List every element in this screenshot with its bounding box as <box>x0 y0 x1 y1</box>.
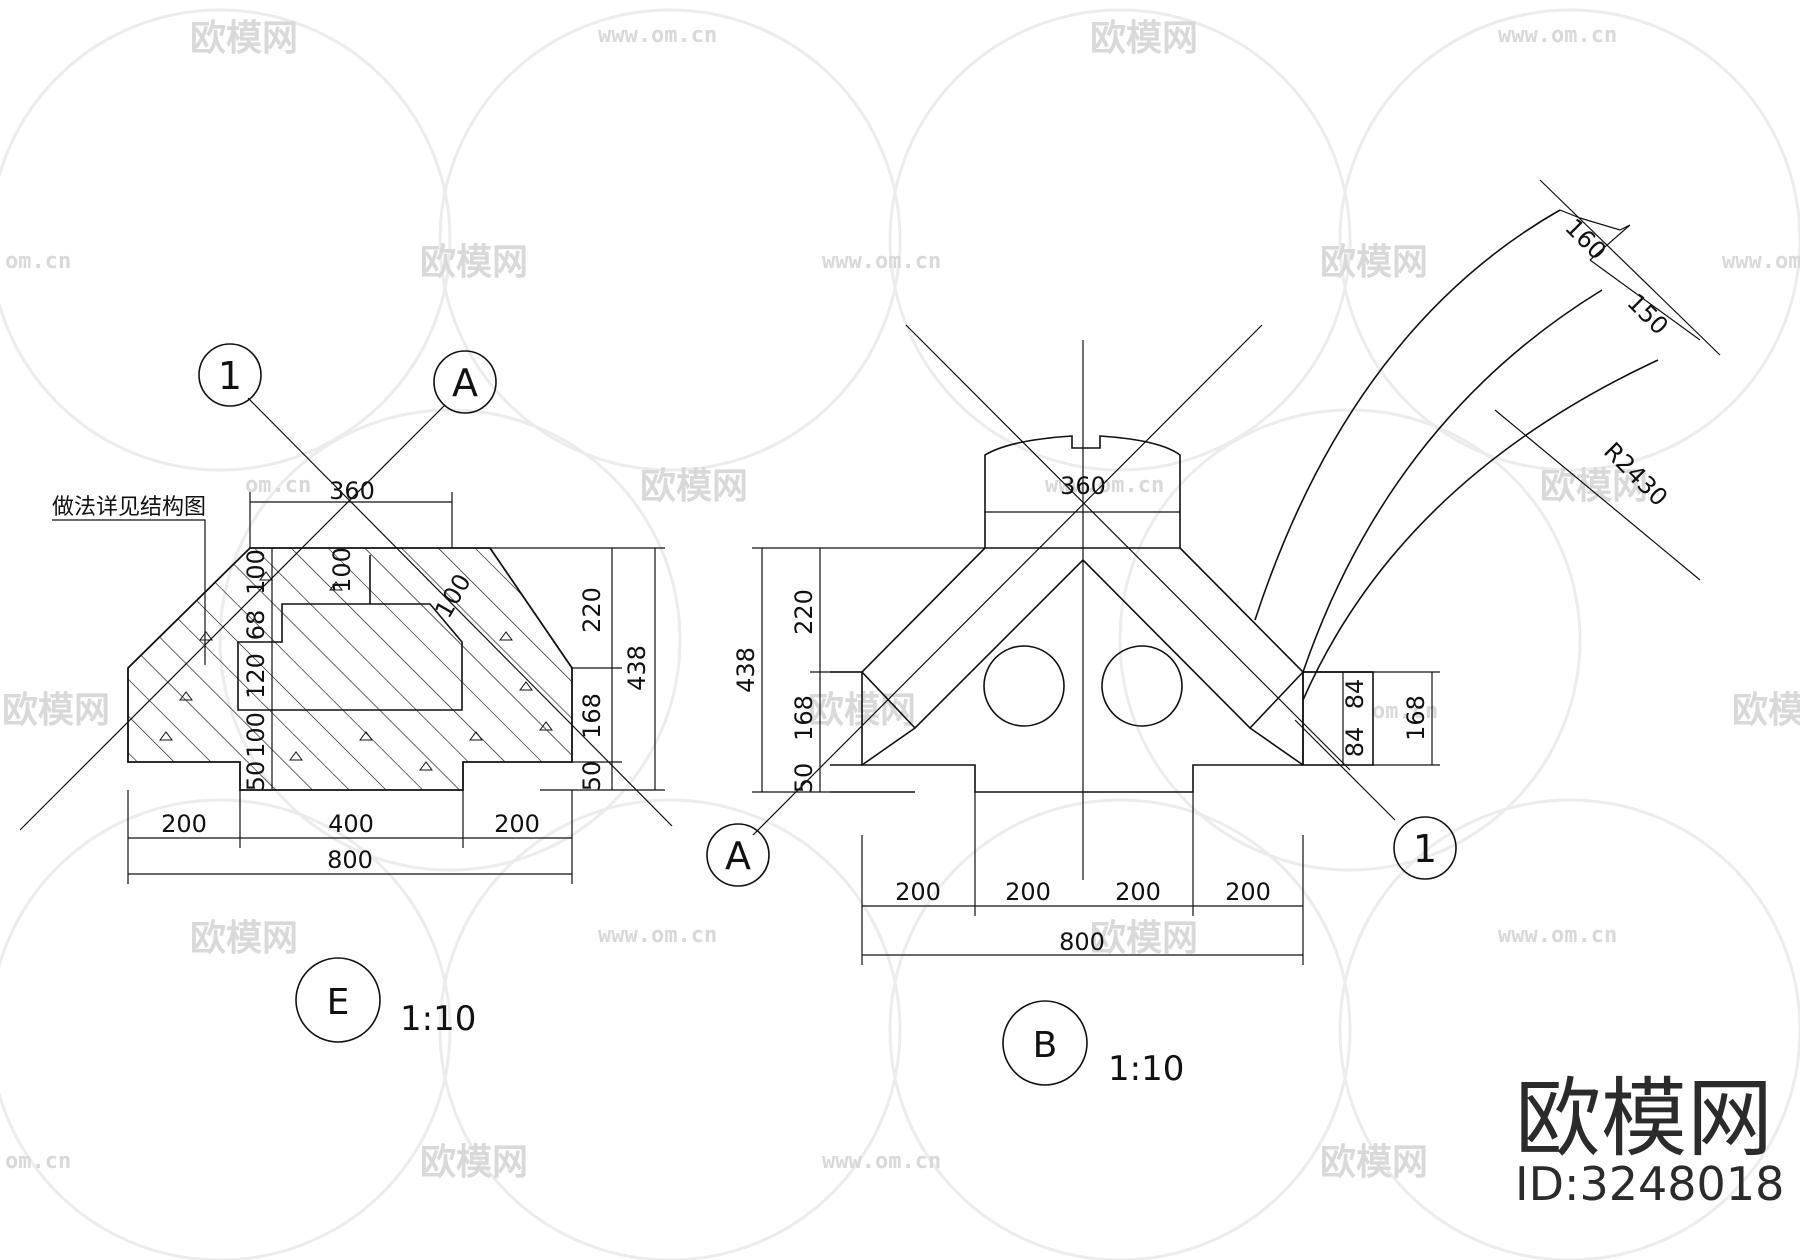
dim-text-160: 160 <box>1560 213 1612 265</box>
watermark-url: www.om.cn <box>598 23 717 48</box>
side-block-edge <box>1249 727 1304 766</box>
dim-text-168-right: 168 <box>1402 695 1430 741</box>
watermark-logo: 欧模网 <box>190 18 298 59</box>
arch-inner-line <box>1302 359 1659 701</box>
section-line-1 <box>247 397 673 827</box>
arch-dim-line <box>1589 259 1701 341</box>
axis-bubble-1 <box>198 343 262 407</box>
watermark-logo: 欧模网 <box>1732 690 1800 731</box>
detail-e-section: 1 A 做法详见结构图 360 220 168 50 438 100 100 1… <box>19 343 673 1043</box>
watermark-logo: 欧模网 <box>420 1142 528 1183</box>
inner-core-outline <box>237 603 463 711</box>
detail-b-section: 360 160 150 R2430 <box>706 179 1721 1089</box>
axis-bubble-a-label: A <box>452 361 478 405</box>
arch-dim-line <box>1539 179 1721 356</box>
dim-text-150: 150 <box>1622 288 1674 340</box>
dim-text-220: 220 <box>578 587 606 633</box>
watermark-url: www.om.cn <box>1045 473 1164 498</box>
dim-text-200: 200 <box>1225 878 1271 906</box>
watermark-logo: 欧模网 <box>190 918 298 959</box>
dim-text-200: 200 <box>895 878 941 906</box>
brand-name: 欧模网 <box>1515 1069 1773 1169</box>
radius-leader <box>1494 409 1701 581</box>
dim-text-438: 438 <box>732 647 760 693</box>
note-leader <box>52 519 206 665</box>
dim-text-84: 84 <box>1341 679 1369 710</box>
watermark-url: www.om.cn <box>1722 249 1800 274</box>
watermark-logo: 欧模网 <box>1320 242 1428 283</box>
section-line-a <box>19 404 446 831</box>
brand-block: 欧模网 ID:3248018 <box>1515 1069 1784 1211</box>
dim-text-200: 200 <box>161 810 207 838</box>
dim-text-200: 200 <box>494 810 540 838</box>
section-line-a <box>752 324 1263 836</box>
axis-bubble-1 <box>1393 816 1457 880</box>
brand-id: ID:3248018 <box>1515 1157 1784 1211</box>
dim-text-120: 120 <box>242 653 270 699</box>
break-line <box>1559 209 1631 261</box>
watermark-url-short: om.cn <box>5 249 71 274</box>
dim-text-400: 400 <box>328 810 374 838</box>
watermark-logo: 欧模网 <box>1320 1142 1428 1183</box>
dim-text-200: 200 <box>1115 878 1161 906</box>
dim-text-800: 800 <box>1059 928 1105 956</box>
watermark-url-short: om.cn <box>5 1149 71 1174</box>
side-block-left <box>861 672 1304 793</box>
dim-text-50: 50 <box>578 761 606 792</box>
dim-text-438: 438 <box>623 645 651 691</box>
dim-text-168: 168 <box>790 695 818 741</box>
arch-middle-line <box>1302 289 1603 673</box>
detail-title-letter: B <box>1033 1025 1058 1066</box>
side-block-edge <box>861 727 916 766</box>
axis-bubble-a <box>433 350 497 414</box>
axis-bubble-1-label: 1 <box>218 354 242 398</box>
aggregate-marks <box>159 571 553 771</box>
dim-text-220: 220 <box>790 589 818 635</box>
detail-scale: 1:10 <box>400 999 476 1039</box>
axis-bubble-a <box>706 823 770 887</box>
watermark-logo: 欧模网 <box>2 690 110 731</box>
watermark-layer: 欧模网 www.om.cn 欧模网 www.om.cn om.cn 欧模网 ww… <box>0 8 1800 1260</box>
watermark-logo: 欧模网 <box>1540 466 1648 507</box>
detail-title-bubble-b <box>1002 1000 1088 1086</box>
axis-bubble-a-label: A <box>725 834 751 878</box>
watermark-url-short: om.cn <box>1372 699 1438 724</box>
watermark-logo: 欧模网 <box>420 242 528 283</box>
watermark-url: www.om.cn <box>822 249 941 274</box>
watermark-arcs <box>0 8 1800 1260</box>
dim-text-360: 360 <box>329 477 375 505</box>
pipe-left <box>983 645 1065 727</box>
watermark-url: www.om.cn <box>1498 23 1617 48</box>
dim-text-84: 84 <box>1341 727 1369 758</box>
section-line-1 <box>905 324 1351 771</box>
cap-block-outline <box>984 435 1181 548</box>
section-line-1-ext <box>1294 719 1396 821</box>
dim-text-68: 68 <box>242 610 270 641</box>
structure-note: 做法详见结构图 <box>52 495 206 520</box>
watermark-logo: 欧模网 <box>1090 918 1198 959</box>
watermark-url: www.om.cn <box>822 1149 941 1174</box>
dim-text-200: 200 <box>1005 878 1051 906</box>
detail-title-bubble-e <box>295 957 381 1043</box>
dim-text-800: 800 <box>327 846 373 874</box>
axis-bubble-1-label: 1 <box>1413 827 1437 871</box>
dim-text-100-b: 100 <box>242 712 270 758</box>
detail-title-letter: E <box>327 982 350 1023</box>
dim-text-inner-100: 100 <box>328 547 356 593</box>
dim-text-50-left: 50 <box>242 761 270 792</box>
detail-scale: 1:10 <box>1108 1049 1184 1089</box>
dim-text-50: 50 <box>790 763 818 794</box>
dim-text-100: 100 <box>242 549 270 595</box>
watermark-texts: 欧模网 www.om.cn 欧模网 www.om.cn om.cn 欧模网 ww… <box>2 18 1800 1183</box>
watermark-url: www.om.cn <box>598 923 717 948</box>
dim-text-168: 168 <box>578 693 606 739</box>
watermark-logo: 欧模网 <box>1090 18 1198 59</box>
pipe-right <box>1101 645 1183 727</box>
arch-outer-line <box>1254 209 1561 621</box>
watermark-logo: 欧模网 <box>640 466 748 507</box>
watermark-url-short: om.cn <box>245 473 311 498</box>
watermark-url: www.om.cn <box>1498 923 1617 948</box>
